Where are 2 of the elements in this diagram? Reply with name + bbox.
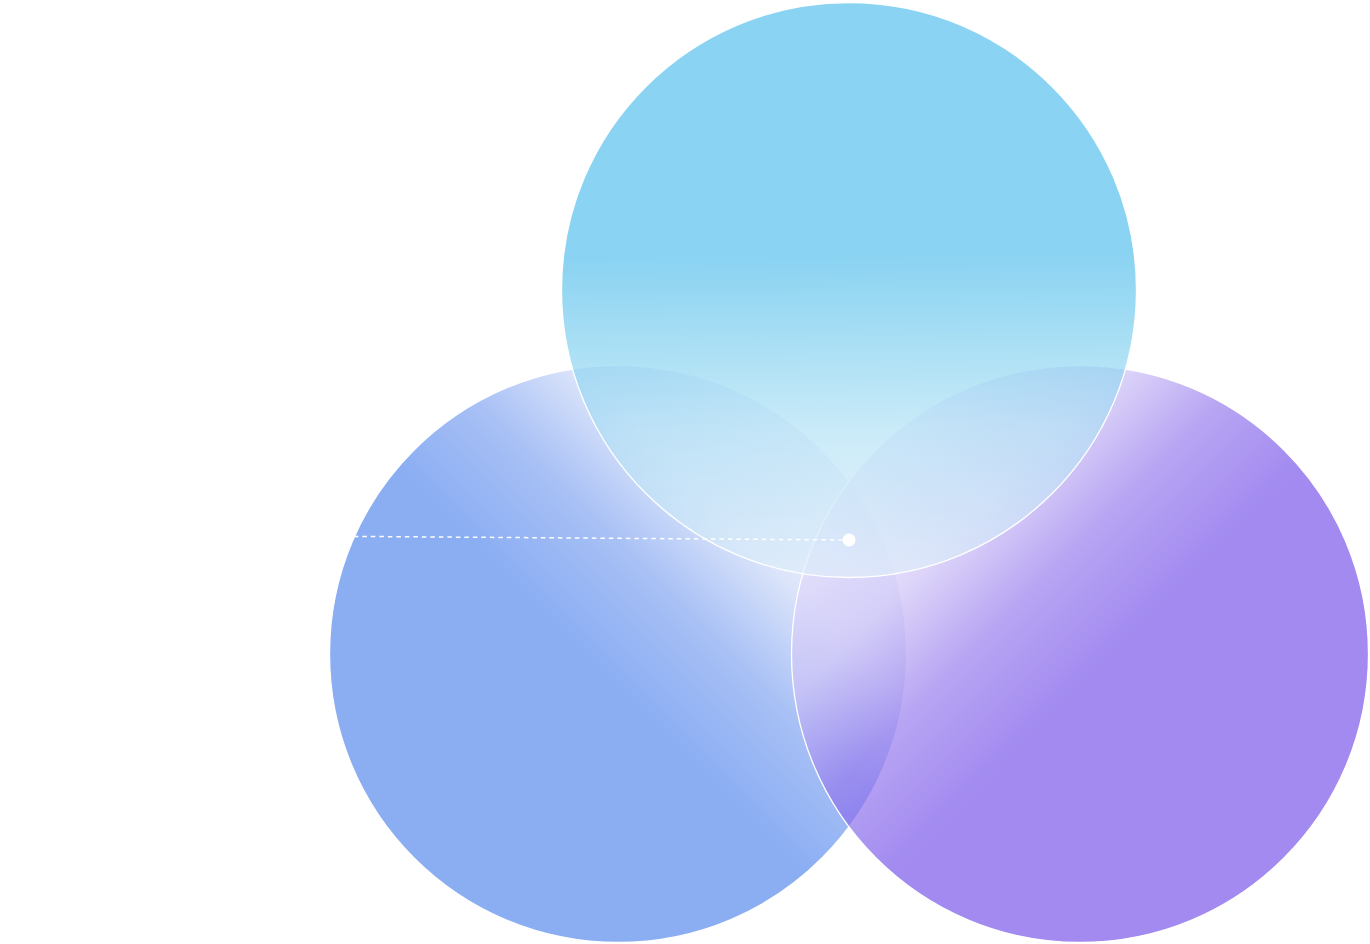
venn-circle xyxy=(560,1,1138,579)
leader-line xyxy=(353,535,844,541)
